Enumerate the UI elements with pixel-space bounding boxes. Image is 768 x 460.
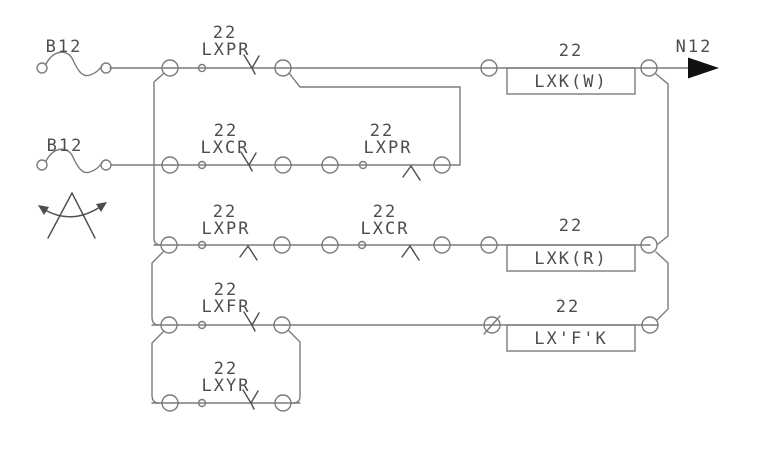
front-contact-r5-lxyr [242,389,259,410]
coil-num-lxfk: 22 [556,297,580,317]
coil-name-lxfk: LX'F'K [534,329,607,349]
rung4-terminals [160,315,659,335]
contact-name-r4-lxfr: LXFR [202,297,251,317]
coil-name-lxk-w: LXK(W) [534,72,607,92]
coil-num-lxk-r: 22 [559,216,583,236]
front-contact-r1-lxpr [243,54,260,75]
terminal-circle [321,236,339,254]
coil-box-lxk-w [506,67,636,95]
diagram-labels: B12 B12 N12 22 LXPR 22 LXCR 22 LXPR 22 L… [46,23,713,396]
terminal-circle [321,156,339,174]
fuse-symbol-bottom [36,148,112,174]
contact-num-r3-lxpr: 22 [213,202,237,222]
heel-terminal [197,160,207,170]
back-contact-r3-lxpr [239,244,258,261]
left-bus-wire [151,73,164,404]
rung3-terminals [160,236,658,254]
terminal-circle [273,236,291,254]
front-contact-r2-lxcr [240,151,257,172]
right-bus-wire [655,73,669,321]
fuse-label-top: B12 [46,37,83,57]
contact-num-r3-lxcr: 22 [373,202,397,222]
terminal-slash [483,315,501,335]
contact-num-r5-lxyr: 22 [214,359,238,379]
terminal-circle [273,316,291,334]
coil-box-lxfk [506,324,636,352]
contact-num-r2-lxcr: 22 [214,121,238,141]
heel-terminal [197,320,207,330]
rung5-terminals [161,394,292,412]
contact-num-r2-lxpr: 22 [370,121,394,141]
terminal-circle [274,394,292,412]
semaphore-symbol [38,192,107,239]
contact-name-r5-lxyr: LXYR [202,376,251,396]
terminal-circle [274,59,292,77]
terminal-circle [161,394,179,412]
rung2-terminals [161,156,451,174]
output-arrow-icon [688,57,719,79]
contact-name-r2-lxcr: LXCR [201,138,250,158]
coil-name-lxk-r: LXK(R) [534,249,607,269]
back-contact-r2-lxpr [402,164,421,181]
coil-num-lxk-w: 22 [559,41,583,61]
coil-box-lxk-r [506,244,636,272]
fuse-symbol-top [36,51,112,77]
rung1-terminals [161,59,658,77]
terminal-circle [640,236,658,254]
terminal-circle [161,156,179,174]
terminal-circle [480,59,498,77]
rung1-branch-wire [288,72,461,166]
heel-terminal [197,63,207,73]
rung4-rung5-branch-wire [288,330,301,404]
output-terminal-label: N12 [676,37,713,57]
contact-num-r1-lxpr: 22 [213,23,237,43]
terminal-circle [641,316,659,334]
heel-terminal [357,240,367,250]
terminal-circle [480,236,498,254]
back-contact-r3-lxcr [401,244,420,261]
front-contact-r4-lxfr [243,311,260,332]
slashed-terminal [483,316,501,334]
contact-name-r1-lxpr: LXPR [202,40,251,60]
heel-terminal [358,160,368,170]
terminal-circle [433,236,451,254]
heel-terminal [197,240,207,250]
terminal-circle [161,59,179,77]
terminal-circle [433,156,451,174]
heel-terminal [197,398,207,408]
contact-num-r4-lxfr: 22 [214,280,238,300]
contact-name-r3-lxcr: LXCR [361,219,410,239]
contact-name-r3-lxpr: LXPR [202,219,251,239]
terminal-circle [640,59,658,77]
fuse-label-bottom: B12 [47,136,84,156]
terminal-circle [274,156,292,174]
contact-name-r2-lxpr: LXPR [364,138,413,158]
terminal-circle [160,316,178,334]
terminal-circle [160,236,178,254]
